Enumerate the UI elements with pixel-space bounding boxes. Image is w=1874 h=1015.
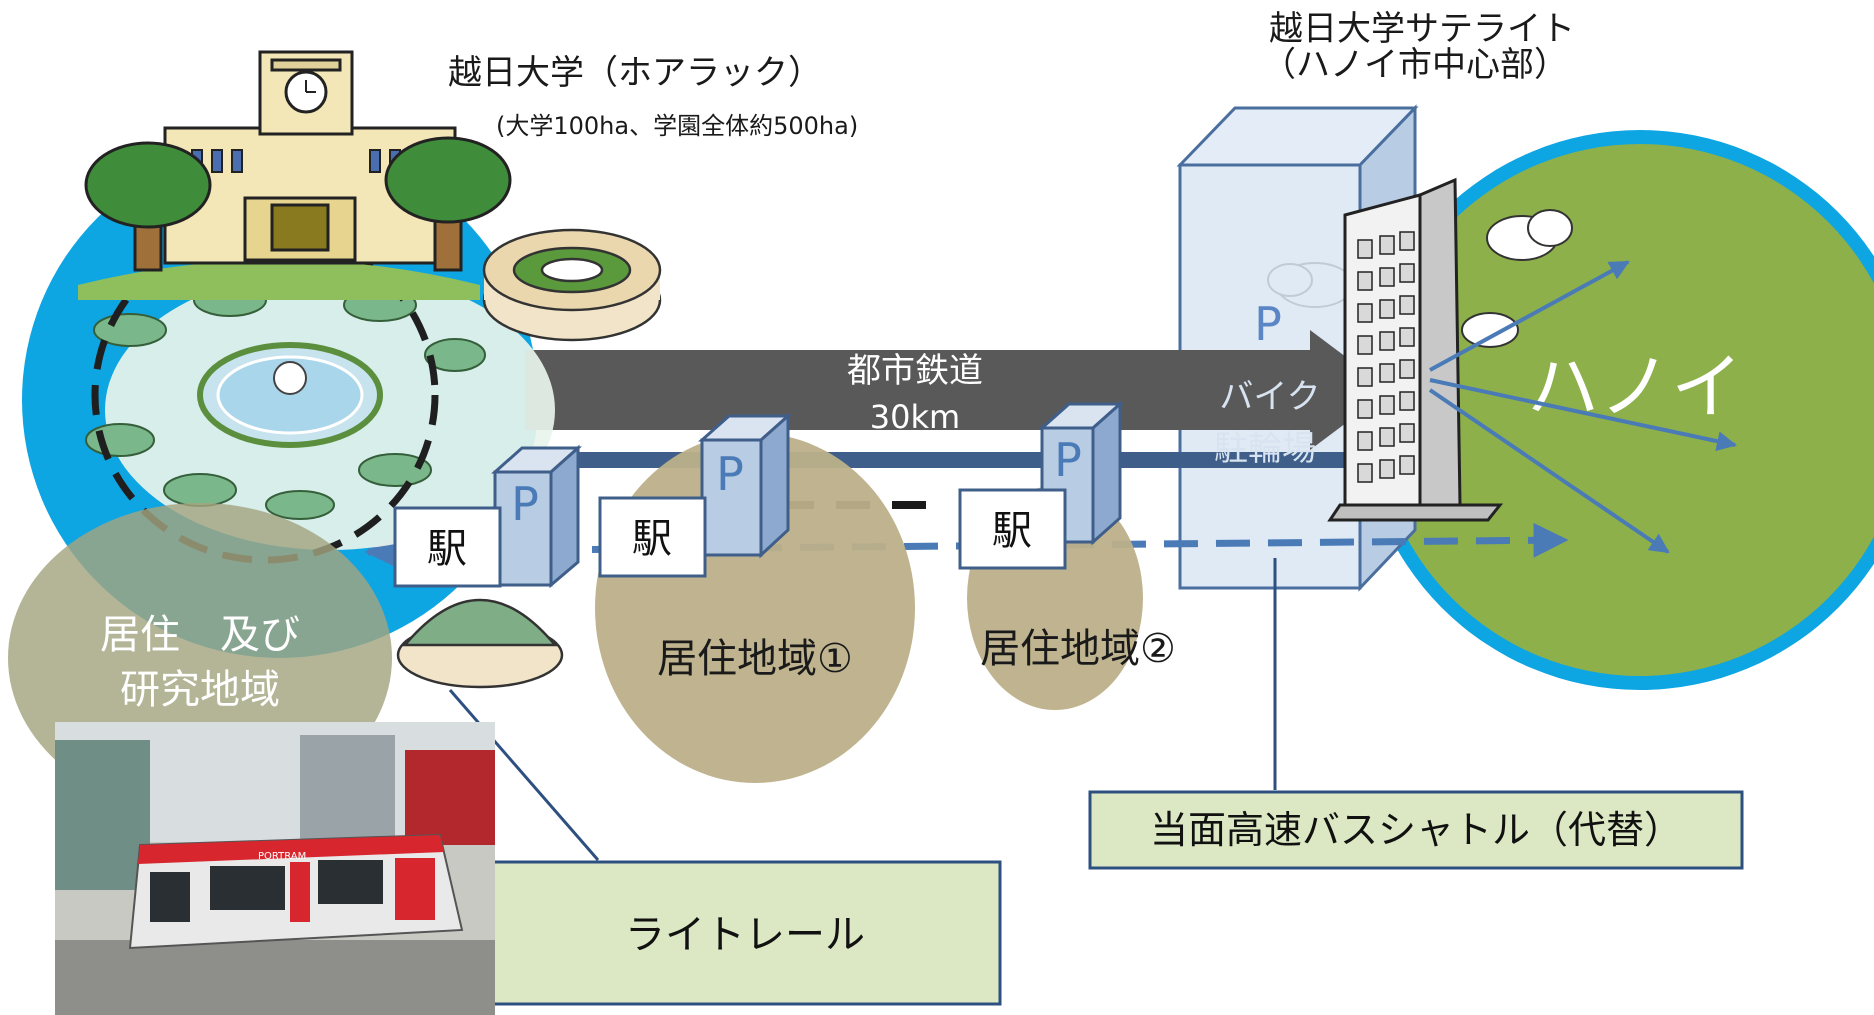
skyscraper-icon <box>1327 177 1504 522</box>
campus-park-icon <box>85 270 555 550</box>
satellite-title-line2: （ハノイ市中心部） <box>1262 45 1568 85</box>
university-title: 越日大学（ホアラック） <box>448 53 822 93</box>
railway-distance: 30km <box>870 398 960 436</box>
bus-shuttle-callout <box>1088 790 1744 870</box>
dome-arena-icon <box>396 598 564 689</box>
parking-tower-3 <box>1038 400 1124 546</box>
parking-tower-1 <box>491 444 582 589</box>
cloud-icon <box>1461 312 1519 348</box>
university-subtitle: (大学100ha、学園全体約500ha) <box>496 112 858 140</box>
satellite-title-line1: 越日大学サテライト <box>1269 9 1575 49</box>
station-label-1: 駅 <box>427 526 467 572</box>
station-label-2: 駅 <box>632 516 672 562</box>
stadium-icon <box>482 228 662 342</box>
parking-symbol-1: P <box>511 477 539 531</box>
hanoi-city-circle <box>1360 130 1874 690</box>
parking-symbol-2: P <box>716 447 744 501</box>
light-rail-leader-line <box>448 689 600 861</box>
bike-parking-label-line2: 駐輪場 <box>1214 429 1316 469</box>
residence-research-label-line1: 居住 及び <box>100 612 300 658</box>
cloud-icon <box>1486 209 1573 261</box>
parking-tower-2 <box>698 412 792 559</box>
station-label-3: 駅 <box>992 508 1032 554</box>
bike-parking-label-line1: バイク <box>1219 377 1320 417</box>
parking-symbol-3: P <box>1054 433 1082 487</box>
tram-photo: PORTRAM <box>55 722 495 1015</box>
residential-zone-2-label: 居住地域② <box>980 626 1176 672</box>
residence-research-label-line2: 研究地域 <box>120 667 280 713</box>
railway-label: 都市鉄道 <box>847 351 983 391</box>
station-box-2 <box>598 496 707 578</box>
university-building-icon <box>78 50 480 300</box>
station-box-1 <box>393 506 502 588</box>
bus-shuttle-label: 当面高速バスシャトル（代替） <box>1150 808 1682 852</box>
tree-icon <box>384 136 512 272</box>
hanoi-label: ハノイ <box>1527 345 1743 429</box>
tree-icon <box>84 141 212 272</box>
residential-zone-1-label: 居住地域① <box>657 636 853 682</box>
light-rail-label: ライトレール <box>625 912 865 958</box>
distribution-arrows <box>1428 260 1737 554</box>
tram-brand-text: PORTRAM <box>258 851 306 862</box>
station-box-3 <box>958 488 1067 570</box>
satellite-parking-symbol: P <box>1254 297 1282 351</box>
